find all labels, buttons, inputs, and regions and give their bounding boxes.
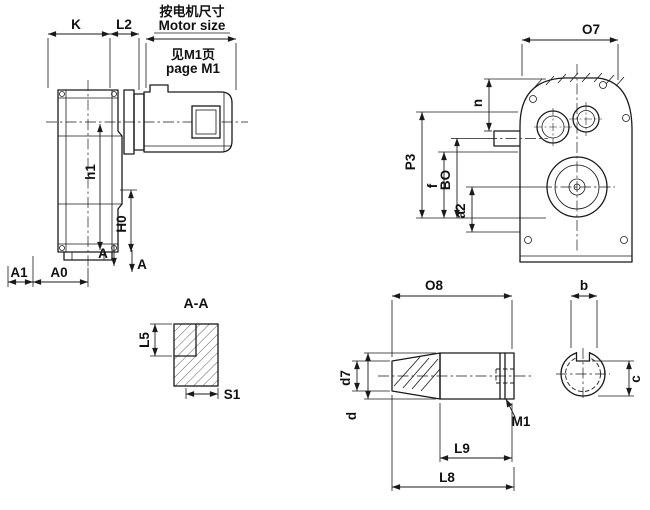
- shaft-cylinder-outline: [439, 352, 515, 400]
- section-view: A-A L5 S1: [137, 295, 241, 402]
- shaft-dimensions: O8 b c d7 d M1 L9 L8: [338, 278, 643, 491]
- motor-body-outline: [143, 84, 233, 153]
- note-motor-size-cn: 按电机尺寸: [159, 4, 224, 19]
- front-view: [486, 64, 633, 263]
- section-label-a-bottom: A: [137, 257, 147, 272]
- dim-label-d7: d7: [338, 370, 353, 386]
- dim-label-l9: L9: [454, 441, 470, 456]
- tapped-hole-hidden-lines: [495, 368, 514, 384]
- gearbox-front-outline: [519, 77, 633, 263]
- dim-label-s1: S1: [224, 387, 241, 402]
- dim-label-m1: M1: [512, 414, 531, 429]
- top-hatch-ticks: [533, 72, 625, 89]
- dim-label-l2: L2: [116, 17, 132, 32]
- dim-label-c: c: [628, 375, 643, 383]
- section-title: A-A: [184, 295, 209, 311]
- dim-label-o8: O8: [425, 278, 444, 293]
- motor-nameplate: [191, 105, 221, 139]
- dim-label-l8: L8: [439, 470, 455, 485]
- note-see-page-en: page M1: [166, 61, 221, 76]
- note-see-page-cn: 见M1页: [171, 47, 215, 62]
- dim-label-f: f: [425, 183, 440, 188]
- dim-label-l5: L5: [137, 332, 152, 348]
- dim-label-k: K: [71, 17, 81, 32]
- section-label-a-top: A: [98, 246, 108, 261]
- dim-label-bo: BO: [438, 170, 453, 190]
- side-view: [46, 80, 248, 268]
- dim-label-a1: A1: [10, 265, 28, 280]
- dim-label-a2: a2: [453, 203, 468, 218]
- shaft-detail-view: [378, 348, 610, 401]
- taper-spline-lines: [393, 356, 441, 392]
- dim-label-d: d: [344, 412, 359, 420]
- dim-label-a0: A0: [50, 265, 67, 280]
- note-motor-size-en: Motor size: [159, 18, 226, 33]
- dim-label-p3: P3: [403, 153, 418, 170]
- dim-label-h0: H0: [114, 215, 129, 232]
- side-view-dimensions: K L2 按电机尺寸 Motor size 见M1页 page M1 h1 H0…: [7, 4, 237, 287]
- dim-label-b: b: [580, 278, 588, 293]
- dim-label-n: n: [470, 99, 485, 107]
- front-view-dimensions: O7 n P3 f BO a2: [403, 22, 619, 233]
- dim-label-o7: O7: [582, 22, 600, 37]
- dim-label-h1: h1: [83, 164, 98, 180]
